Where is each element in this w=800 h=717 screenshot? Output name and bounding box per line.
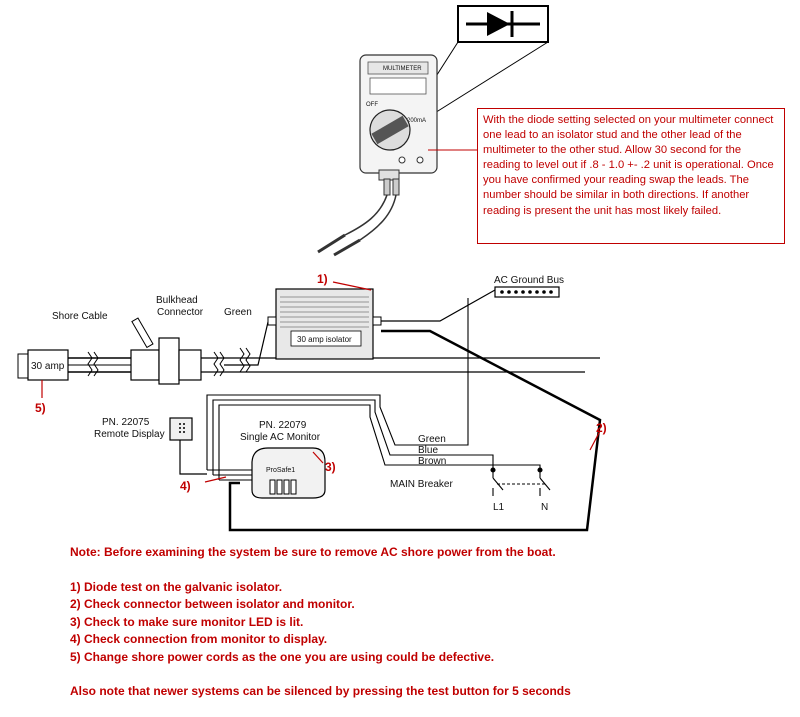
isolator-to-ground-bus-wire [381,289,496,322]
main-breaker-label: MAIN Breaker [390,479,453,490]
monitor-wiring [206,298,541,481]
boat-side-cable [201,347,600,377]
monitor-pn: PN. 22079 [259,420,307,431]
green-wire-label-top: Green [224,307,252,318]
step-1: 1) Diode test on the galvanic isolator. [70,579,283,594]
ac-ground-bus-label: AC Ground Bus [494,275,564,286]
multimeter-off-label: OFF [366,102,378,108]
remote-display [169,417,207,475]
step-2: 2) Check connector between isolator and … [70,597,355,611]
diode-test-instructions: With the diode setting selected on your … [477,108,785,244]
monitor-signal-wire [228,329,602,532]
multimeter-label: MULTIMETER [383,66,422,72]
single-ac-monitor: ProSafe1 [251,447,326,499]
notes-section: Note: Before examining the system be sur… [70,544,710,701]
diode-symbol-inset [409,5,549,127]
callout-4: 4) [180,479,191,493]
ac-ground-bus [494,286,560,298]
bulkhead-label-line1: Bulkhead [156,295,198,306]
red-callouts [41,281,601,483]
n-label: N [541,502,548,513]
monitor-name: Single AC Monitor [240,432,321,443]
shore-cable [68,351,131,377]
isolator-label: 30 amp isolator [297,335,352,344]
multimeter: MULTIMETER OFF 200mA [359,54,438,196]
l1-label: L1 [493,502,505,513]
monitor-brand: ProSafe1 [266,467,295,474]
wire-green-label: Green [418,434,446,445]
step-3: 3) Check to make sure monitor LED is lit… [70,614,304,629]
galvanic-isolator: 30 amp isolator [267,288,382,360]
remote-display-pn: PN. 22075 [102,417,150,428]
shore-cable-label: Shore Cable [52,311,108,322]
shore-power-plug: 30 amp [17,349,69,381]
callout-2: 2) [596,421,607,435]
multimeter-range-label: 200mA [407,118,426,124]
note-warning: Note: Before examining the system be sur… [70,545,556,559]
bulkhead-label-line2: Connector [157,307,204,318]
note-footer: Also note that newer systems can be sile… [70,684,571,698]
plug-label: 30 amp [31,361,65,372]
callout-1: 1) [317,272,328,286]
main-breaker [490,467,551,496]
callout-5: 5) [35,401,46,415]
callout-3: 3) [325,460,336,474]
bulkhead-connector [130,317,202,385]
multimeter-leads [317,194,397,257]
wire-brown-label: Brown [418,456,446,467]
remote-display-name: Remote Display [94,429,165,440]
step-4: 4) Check connection from monitor to disp… [70,632,328,646]
diode-test-text: With the diode setting selected on your … [483,114,774,217]
wire-blue-label: Blue [418,445,438,456]
step-5: 5) Change shore power cords as the one y… [70,649,495,664]
